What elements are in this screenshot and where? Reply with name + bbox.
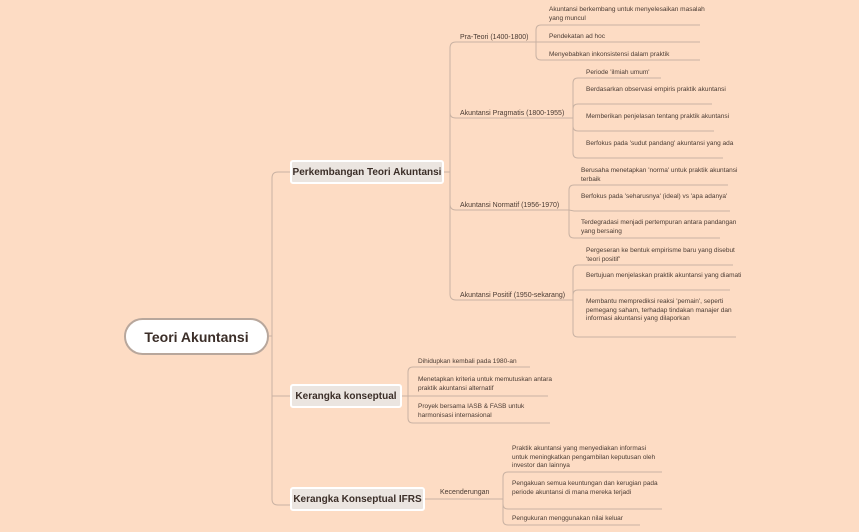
leaf-pragmatis-3[interactable]: Memberikan penjelasan tentang praktik ak…	[586, 113, 730, 120]
leaf-positif-1[interactable]: Pergeseran ke bentuk empirisme baru yang…	[586, 247, 735, 263]
topic-pra-teori[interactable]: Pra-Teori (1400-1800)	[460, 34, 529, 41]
leaf-kerangka-1[interactable]: Dihidupkan kembali pada 1980-an	[418, 358, 517, 365]
leaf-ifrs-3[interactable]: Pengukuran menggunakan nilai keluar	[512, 515, 623, 522]
leaf-kerangka-2[interactable]: Menetapkan kriteria untuk memutuskan ant…	[418, 376, 553, 392]
topic-akuntansi-normatif[interactable]: Akuntansi Normatif (1956-1970)	[460, 202, 560, 209]
topic-akuntansi-pragmatis[interactable]: Akuntansi Pragmatis (1800-1955)	[460, 110, 565, 117]
branch-perkembangan-teori[interactable]: Perkembangan Teori Akuntansi	[290, 160, 444, 184]
leaf-pra-teori-2[interactable]: Pendekatan ad hoc	[549, 33, 606, 40]
leaf-pragmatis-4[interactable]: Berfokus pada 'sudut pandang' akuntansi …	[586, 140, 734, 147]
leaf-positif-2[interactable]: Bertujuan menjelaskan praktik akuntansi …	[586, 272, 742, 279]
branch-kerangka-konseptual[interactable]: Kerangka konseptual	[290, 384, 402, 408]
leaf-normatif-1[interactable]: Berusaha menetapkan 'norma' untuk prakti…	[581, 167, 738, 183]
leaf-normatif-2[interactable]: Berfokus pada 'seharusnya' (ideal) vs 'a…	[581, 193, 728, 200]
leaf-pragmatis-1[interactable]: Periode 'ilmiah umum'	[586, 69, 650, 76]
branch-kerangka-ifrs[interactable]: Kerangka Konseptual IFRS	[290, 487, 425, 511]
leaf-normatif-3[interactable]: Terdegradasi menjadi pertempuran antara …	[581, 219, 737, 235]
leaf-pragmatis-2[interactable]: Berdasarkan observasi empiris praktik ak…	[586, 86, 726, 93]
leaf-pra-teori-3[interactable]: Menyebabkan inkonsistensi dalam praktik	[549, 51, 670, 58]
leaf-ifrs-1[interactable]: Praktik akuntansi yang menyediakan infor…	[512, 445, 656, 469]
root-node[interactable]: Teori Akuntansi	[124, 318, 269, 355]
leaf-positif-3[interactable]: Membantu memprediksi reaksi 'pemain', se…	[586, 298, 732, 322]
leaf-ifrs-2[interactable]: Pengakuan semua keuntungan dan kerugian …	[512, 480, 658, 496]
topic-kecenderungan[interactable]: Kecenderungan	[440, 489, 490, 496]
leaf-kerangka-3[interactable]: Proyek bersama IASB & FASB untuk harmoni…	[418, 403, 525, 419]
leaf-pra-teori-1[interactable]: Akuntansi berkembang untuk menyelesaikan…	[549, 6, 705, 22]
topic-akuntansi-positif[interactable]: Akuntansi Positif (1950-sekarang)	[460, 292, 566, 299]
